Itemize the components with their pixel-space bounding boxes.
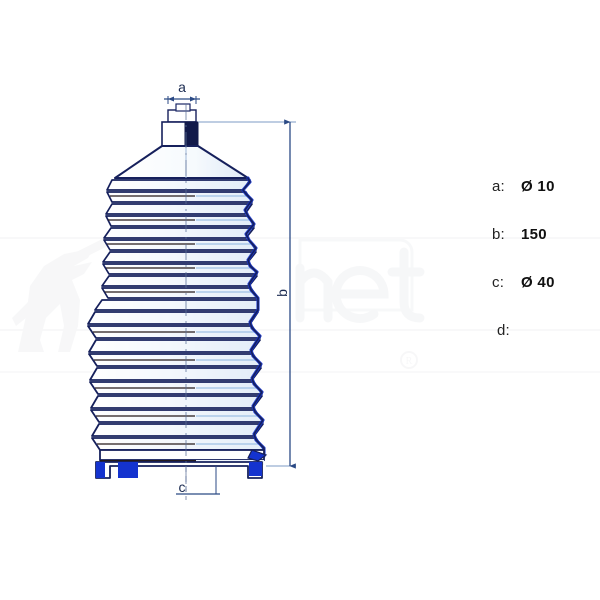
legend-row-d: d:	[492, 322, 600, 370]
boot-bellows-upper	[101, 179, 259, 299]
dimension-label-c: c	[179, 479, 186, 495]
legend-row-b: b: 150	[492, 226, 600, 274]
legend-key-b: b:	[492, 226, 505, 243]
legend-row-a: a: Ø 10	[492, 178, 600, 226]
legend-value-b: 150	[521, 226, 547, 243]
legend-value-a: Ø 10	[521, 178, 555, 195]
flange-accent-right	[249, 462, 262, 476]
neck-section-fill	[184, 121, 199, 147]
legend-key-d: d:	[497, 322, 510, 339]
legend-key-c: c:	[492, 274, 505, 291]
boot-bottom-flange	[95, 449, 268, 479]
boot-bellows-lower	[87, 311, 265, 451]
dimension-legend: a: Ø 10 b: 150 c: Ø 40 d:	[492, 178, 600, 370]
dimension-c: c	[176, 466, 220, 495]
flange-accent-left	[96, 462, 105, 478]
bellows-right-profile	[241, 176, 266, 458]
dimension-label-b: b	[274, 289, 290, 297]
dimension-a: a	[164, 79, 200, 104]
boot-transition-step	[94, 299, 259, 311]
boot-cone	[114, 145, 249, 179]
dimension-b: b	[198, 119, 296, 469]
legend-row-c: c: Ø 40	[492, 274, 600, 322]
flange-accent-mid	[118, 462, 138, 478]
boot-neck	[161, 103, 199, 147]
legend-value-c: Ø 40	[521, 274, 555, 291]
legend-key-a: a:	[492, 178, 505, 195]
dimension-label-a: a	[178, 79, 186, 95]
